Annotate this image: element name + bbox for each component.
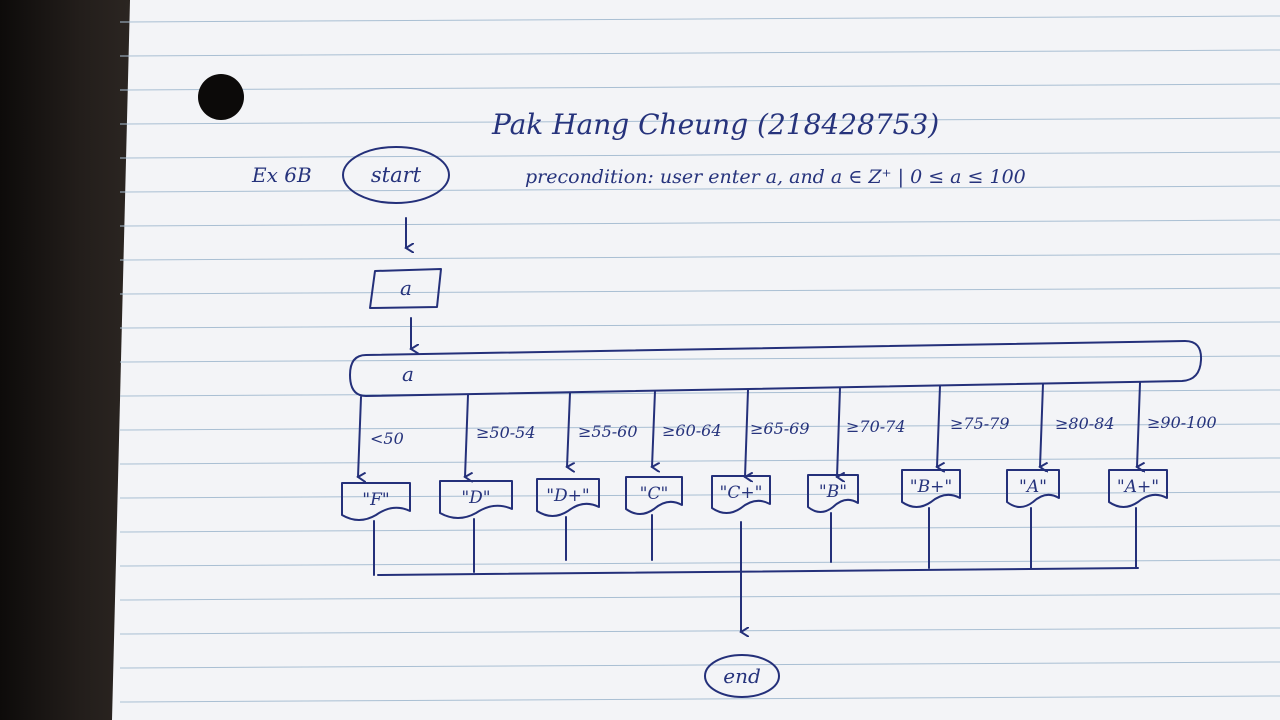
branch-condition: ≥55-60 — [578, 422, 638, 441]
ruled-line — [119, 49, 1280, 57]
output-document-shape — [439, 480, 513, 519]
branch-condition: ≥75-79 — [950, 414, 1010, 433]
output-document-shape — [711, 475, 771, 514]
grade-output: "C" — [640, 484, 669, 504]
input-block: a — [369, 268, 442, 309]
ruled-line — [119, 559, 1280, 567]
output-document-shape — [341, 482, 411, 521]
precondition-text: precondition: user enter a, and a ∈ Z⁺ |… — [525, 166, 1026, 188]
branch: ≥65-69 "C+" — [711, 389, 810, 514]
ruled-line — [119, 219, 1280, 227]
branch-arrow — [1040, 383, 1043, 467]
ruled-line — [119, 593, 1280, 601]
branch: ≥70-74 "B" — [807, 387, 906, 563]
branch: ≥90-100 "A+" — [1108, 382, 1217, 569]
branch-arrow — [745, 389, 748, 477]
desk-background — [0, 0, 135, 720]
end-terminal: end — [704, 654, 780, 698]
branch-arrow — [358, 396, 361, 477]
ruled-line — [119, 15, 1280, 23]
output-document-shape — [901, 469, 961, 508]
author-title: Pak Hang Cheung (218428753) — [491, 108, 939, 141]
exercise-label: Ex 6B — [251, 163, 312, 187]
ruled-line — [119, 287, 1280, 295]
grade-output: "B+" — [910, 477, 952, 497]
grade-output: "B" — [819, 482, 847, 502]
decision-bar: a — [349, 340, 1203, 397]
ruled-line — [119, 117, 1280, 125]
grade-output: "A" — [1019, 477, 1047, 497]
ruled-line — [119, 185, 1280, 193]
punch-hole — [198, 74, 244, 120]
branch-arrow — [1137, 382, 1140, 467]
ruled-line — [119, 423, 1280, 431]
ruled-line — [119, 321, 1280, 329]
branch: ≥80-84 "A" — [1006, 383, 1115, 569]
branch-arrow — [652, 390, 655, 467]
branch: ≥50-54 "D" — [439, 394, 536, 573]
grade-output: "D" — [461, 488, 490, 508]
start-label: start — [371, 163, 422, 187]
branch-condition: ≥60-64 — [662, 421, 722, 440]
branch-arrow — [937, 385, 940, 467]
decision-label: a — [402, 362, 414, 386]
branch-group: <50 "F" ≥50-54 "D" ≥55-60 "D+" ≥60-64 "C" ≥65-69… — [341, 382, 1217, 576]
branch: ≥75-79 "B+" — [901, 385, 1010, 569]
ruled-line — [119, 627, 1280, 635]
branch-condition: ≥80-84 — [1055, 414, 1115, 433]
grade-output: "D+" — [546, 486, 590, 506]
ruled-line — [119, 491, 1280, 499]
branch-condition: ≥70-74 — [846, 417, 906, 436]
ruled-line — [119, 83, 1280, 91]
branch: ≥55-60 "D+" — [536, 392, 638, 561]
grade-output: "A+" — [1117, 477, 1159, 497]
branch-arrow — [567, 392, 570, 467]
ruled-lines — [119, 15, 1280, 703]
branch-condition: ≥90-100 — [1147, 413, 1217, 432]
output-document-shape — [536, 478, 600, 517]
start-terminal: start — [342, 146, 450, 204]
ruled-line — [119, 695, 1280, 703]
branch: <50 "F" — [341, 396, 411, 576]
ruled-line — [119, 253, 1280, 261]
paper-sheet — [112, 0, 1280, 720]
ruled-line — [119, 355, 1280, 363]
branch: ≥60-64 "C" — [625, 390, 722, 561]
output-document-shape — [807, 474, 859, 513]
input-label: a — [400, 276, 412, 300]
merge-line — [377, 567, 1139, 576]
end-label: end — [723, 664, 761, 688]
output-document-shape — [1006, 469, 1060, 508]
ruled-line — [119, 151, 1280, 159]
grade-output: "F" — [362, 490, 389, 510]
output-document-shape — [625, 476, 683, 515]
ruled-line — [119, 661, 1280, 669]
branch-condition: <50 — [370, 429, 404, 448]
ruled-line — [119, 525, 1280, 533]
branch-arrow — [465, 394, 468, 477]
grade-output: "C+" — [720, 483, 763, 503]
branch-condition: ≥65-69 — [750, 419, 810, 438]
branch-condition: ≥50-54 — [476, 423, 536, 442]
output-document-shape — [1108, 469, 1168, 508]
ruled-line — [119, 389, 1280, 397]
branch-arrow — [837, 387, 840, 477]
ruled-line — [119, 457, 1280, 465]
